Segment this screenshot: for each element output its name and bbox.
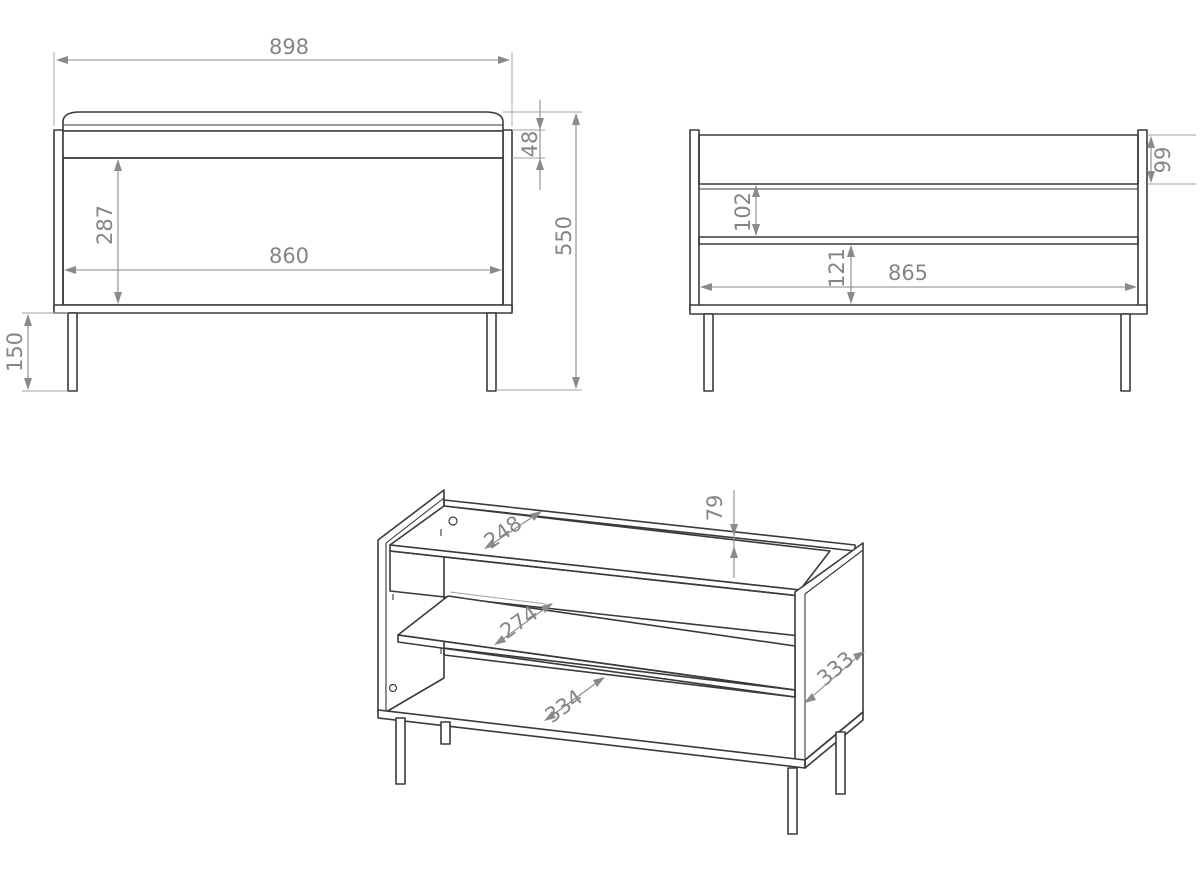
dim-line-iso-top-depth — [485, 511, 541, 549]
label-back-upper-gap: 102 — [731, 192, 755, 232]
iso-back-left-leg — [440, 721, 451, 745]
back-top-rail — [698, 134, 1139, 185]
top-board — [62, 130, 504, 159]
label-back-lower-gap: 121 — [825, 248, 849, 288]
iso-front-left-leg — [395, 717, 406, 785]
iso-left-edge-inner — [385, 497, 445, 544]
seat-cushion — [62, 111, 504, 132]
isometric-view — [377, 489, 864, 835]
label-iso-bottom-depth: 334 — [541, 685, 588, 728]
back-right-leg — [1120, 313, 1131, 392]
inner-opening — [62, 157, 504, 306]
dimension-lines — [22, 52, 1196, 721]
iso-back-right-leg — [835, 731, 846, 795]
left-leg — [67, 312, 78, 392]
dim-line-iso-shelf-depth — [495, 603, 552, 645]
dim-line-iso-bottom-depth — [545, 677, 604, 721]
back-right-side — [1137, 129, 1148, 311]
label-inner-height: 287 — [93, 205, 117, 245]
iso-hole-top — [448, 516, 458, 526]
iso-back-lower-rail — [443, 647, 796, 698]
back-view — [689, 129, 1148, 392]
iso-front-right-leg — [787, 767, 798, 835]
iso-right-side-edge — [804, 549, 864, 595]
back-left-leg — [703, 313, 714, 392]
base-board — [53, 304, 513, 314]
front-view — [53, 111, 513, 392]
left-side-panel — [53, 129, 64, 311]
label-back-top-rail: 99 — [1151, 147, 1175, 174]
dim-line-iso-side-depth — [805, 651, 864, 703]
label-inner-width-back: 865 — [888, 261, 928, 285]
back-base-board — [689, 304, 1148, 315]
iso-bottom-right-edge — [804, 711, 864, 769]
label-overall-width: 898 — [269, 35, 309, 59]
label-inner-width-front: 860 — [269, 244, 309, 268]
iso-hole-bottom — [388, 683, 398, 693]
label-overall-height: 550 — [552, 216, 576, 256]
right-side-panel — [502, 129, 513, 311]
back-left-side — [689, 129, 700, 311]
label-seat-cushion-height: 48 — [518, 131, 542, 158]
right-leg — [486, 312, 497, 392]
label-leg-height: 150 — [3, 332, 27, 372]
back-middle-rail — [698, 236, 1139, 245]
label-iso-top-gap: 79 — [703, 495, 727, 522]
